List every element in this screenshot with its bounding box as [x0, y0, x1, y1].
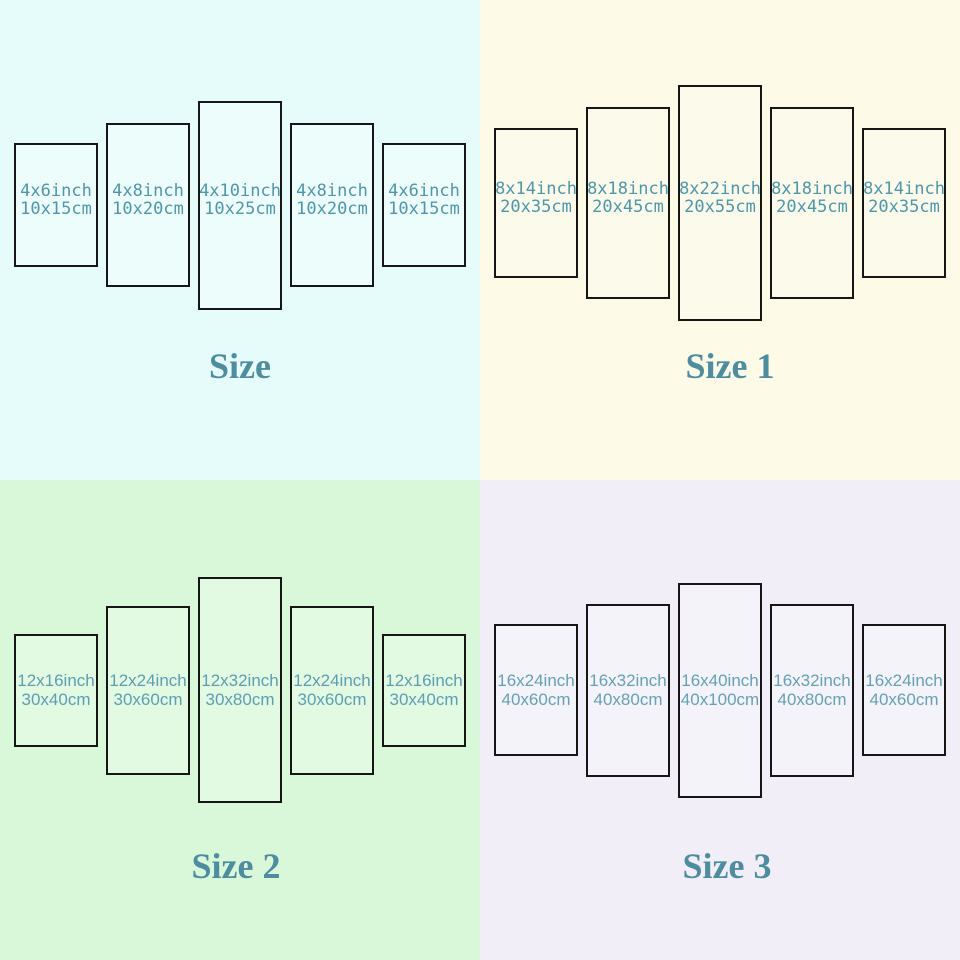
- panel-size-cm: 20x55cm: [684, 197, 756, 217]
- canvas-panel: 8x18inch 20x45cm: [586, 107, 670, 299]
- panel-size-cm: 40x80cm: [593, 690, 663, 709]
- panel-row: 8x14inch 20x35cm 8x18inch 20x45cm 8x22in…: [480, 0, 960, 406]
- panel-size-cm: 40x60cm: [501, 690, 571, 709]
- canvas-panel: 16x32inch 40x80cm: [770, 603, 854, 777]
- panel-size-inch: 16x32inch: [773, 671, 851, 690]
- panel-size-inch: 8x22inch: [679, 179, 761, 199]
- panel-size-label: 4x10inch 10x25cm: [199, 182, 281, 218]
- panel-size-inch: 12x16inch: [385, 671, 463, 690]
- panel-size-inch: 16x24inch: [865, 671, 943, 690]
- panel-size-cm: 30x80cm: [205, 690, 275, 709]
- canvas-panel: 12x16inch 30x40cm: [382, 633, 466, 747]
- panel-size-label: 12x24inch 30x60cm: [109, 671, 187, 709]
- panel-size-cm: 30x60cm: [297, 690, 367, 709]
- panel-size-inch: 16x24inch: [497, 671, 575, 690]
- panel-size-label: 8x14inch 20x35cm: [863, 180, 945, 216]
- canvas-panel: 8x14inch 20x35cm: [494, 128, 578, 278]
- canvas-panel: 8x18inch 20x45cm: [770, 107, 854, 299]
- canvas-panel: 4x8inch 10x20cm: [106, 123, 190, 287]
- panel-size-cm: 10x20cm: [112, 199, 184, 219]
- panel-size-cm: 40x60cm: [869, 690, 939, 709]
- quadrant-size-3: 16x24inch 40x60cm 16x32inch 40x80cm 16x4…: [480, 480, 960, 960]
- canvas-panel: 4x6inch 10x15cm: [14, 143, 98, 267]
- canvas-panel: 12x24inch 30x60cm: [290, 605, 374, 775]
- canvas-panel: 12x16inch 30x40cm: [14, 633, 98, 747]
- quadrant-title: Size 1: [685, 346, 775, 386]
- quadrant-title: Size: [209, 346, 271, 386]
- panel-size-cm: 20x45cm: [776, 197, 848, 217]
- panel-row: 16x24inch 40x60cm 16x32inch 40x80cm 16x4…: [480, 480, 960, 900]
- panel-size-cm: 10x15cm: [20, 199, 92, 219]
- canvas-panel: 16x24inch 40x60cm: [494, 624, 578, 756]
- panel-size-inch: 16x40inch: [681, 671, 759, 690]
- panel-row: 12x16inch 30x40cm 12x24inch 30x60cm 12x3…: [0, 480, 480, 900]
- panel-size-label: 4x8inch 10x20cm: [112, 182, 184, 218]
- quadrant-size: 4x6inch 10x15cm 4x8inch 10x20cm 4x10inch…: [0, 0, 480, 480]
- panel-size-label: 16x32inch 40x80cm: [773, 671, 851, 709]
- canvas-panel: 16x32inch 40x80cm: [586, 603, 670, 777]
- panel-size-label: 16x40inch 40x100cm: [681, 671, 759, 709]
- canvas-panel: 4x10inch 10x25cm: [198, 100, 282, 310]
- panel-size-cm: 40x100cm: [680, 690, 760, 709]
- canvas-panel: 8x22inch 20x55cm: [678, 85, 762, 321]
- panel-size-inch: 8x18inch: [587, 179, 669, 199]
- canvas-panel: 16x24inch 40x60cm: [862, 624, 946, 756]
- panel-size-label: 4x6inch 10x15cm: [20, 182, 92, 218]
- panel-size-label: 16x32inch 40x80cm: [589, 671, 667, 709]
- panel-size-inch: 16x32inch: [589, 671, 667, 690]
- panel-size-label: 16x24inch 40x60cm: [497, 671, 575, 709]
- panel-size-cm: 30x40cm: [21, 690, 91, 709]
- panel-size-label: 8x18inch 20x45cm: [587, 180, 669, 216]
- panel-size-label: 12x24inch 30x60cm: [293, 671, 371, 709]
- panel-size-inch: 12x16inch: [17, 671, 95, 690]
- canvas-panel: 4x6inch 10x15cm: [382, 143, 466, 267]
- canvas-panel: 8x14inch 20x35cm: [862, 128, 946, 278]
- panel-size-cm: 40x80cm: [777, 690, 847, 709]
- panel-size-label: 12x32inch 30x80cm: [201, 671, 279, 709]
- panel-size-cm: 10x25cm: [204, 199, 276, 219]
- panel-size-label: 8x14inch 20x35cm: [495, 180, 577, 216]
- panel-size-label: 12x16inch 30x40cm: [385, 671, 463, 709]
- canvas-panel: 4x8inch 10x20cm: [290, 123, 374, 287]
- panel-size-inch: 4x8inch: [112, 181, 184, 201]
- panel-row: 4x6inch 10x15cm 4x8inch 10x20cm 4x10inch…: [0, 0, 480, 410]
- panel-size-inch: 4x6inch: [20, 181, 92, 201]
- panel-size-cm: 10x20cm: [296, 199, 368, 219]
- panel-size-inch: 4x10inch: [199, 181, 281, 201]
- panel-size-label: 16x24inch 40x60cm: [865, 671, 943, 709]
- quadrant-title: Size 3: [682, 846, 772, 886]
- quadrant-size-2: 12x16inch 30x40cm 12x24inch 30x60cm 12x3…: [0, 480, 480, 960]
- panel-size-cm: 20x35cm: [868, 197, 940, 217]
- panel-size-inch: 8x14inch: [863, 179, 945, 199]
- panel-size-inch: 12x24inch: [109, 671, 187, 690]
- panel-size-inch: 8x14inch: [495, 179, 577, 199]
- panel-size-label: 8x22inch 20x55cm: [679, 180, 761, 216]
- panel-size-cm: 30x40cm: [389, 690, 459, 709]
- panel-size-inch: 12x24inch: [293, 671, 371, 690]
- panel-size-label: 4x6inch 10x15cm: [388, 182, 460, 218]
- quadrant-size-1: 8x14inch 20x35cm 8x18inch 20x45cm 8x22in…: [480, 0, 960, 480]
- panel-size-inch: 12x32inch: [201, 671, 279, 690]
- canvas-panel: 12x24inch 30x60cm: [106, 605, 190, 775]
- canvas-panel: 16x40inch 40x100cm: [678, 582, 762, 798]
- panel-size-cm: 20x45cm: [592, 197, 664, 217]
- panel-size-cm: 20x35cm: [500, 197, 572, 217]
- panel-size-label: 4x8inch 10x20cm: [296, 182, 368, 218]
- canvas-panel: 12x32inch 30x80cm: [198, 577, 282, 803]
- panel-size-label: 8x18inch 20x45cm: [771, 180, 853, 216]
- panel-size-inch: 8x18inch: [771, 179, 853, 199]
- panel-size-label: 12x16inch 30x40cm: [17, 671, 95, 709]
- quadrant-title: Size 2: [191, 846, 281, 886]
- panel-size-cm: 30x60cm: [113, 690, 183, 709]
- panel-size-inch: 4x8inch: [296, 181, 368, 201]
- panel-size-cm: 10x15cm: [388, 199, 460, 219]
- panel-size-inch: 4x6inch: [388, 181, 460, 201]
